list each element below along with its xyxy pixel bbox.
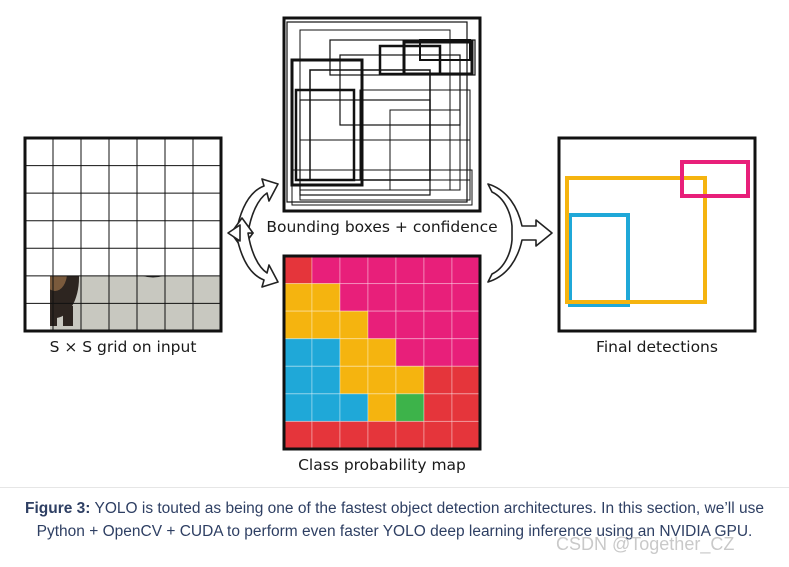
yolo-diagram: S × S grid on input Bounding boxes + con…	[23, 16, 757, 474]
class-map-cell	[395, 420, 425, 450]
class-map-cell	[367, 365, 397, 395]
final-panel	[557, 136, 757, 333]
class-map-cell	[311, 283, 341, 312]
class-map-cell	[339, 365, 369, 395]
class-map-cell	[283, 365, 313, 395]
class-map-cell	[395, 283, 425, 312]
class-map-cell	[451, 338, 481, 367]
class-map-cell	[451, 420, 481, 450]
class-map-cell	[367, 310, 397, 340]
bbox-panel	[282, 16, 482, 213]
class-map-cell	[423, 393, 453, 422]
class-map-cell	[451, 255, 481, 285]
class-map-cell	[339, 310, 369, 340]
class-map-cell	[367, 283, 397, 312]
class-map-cell	[423, 283, 453, 312]
class-map-cell	[367, 338, 397, 367]
class-map-cell	[339, 393, 369, 422]
final-box-bicycle	[565, 176, 707, 304]
final-box-car	[680, 160, 750, 198]
merge-arrow-icon	[487, 183, 553, 283]
caption-lead: Figure 3:	[25, 500, 91, 517]
input-label: S × S grid on input	[50, 338, 197, 356]
class-map-cell	[311, 255, 341, 285]
final-label: Final detections	[596, 338, 718, 356]
class-map-cell	[367, 393, 397, 422]
class-map-panel	[282, 254, 482, 451]
caption-text: YOLO is touted as being one of the faste…	[36, 500, 764, 540]
class-map-cell	[311, 310, 341, 340]
class-map-cell	[395, 310, 425, 340]
class-map-cell	[311, 338, 341, 367]
class-map-cell	[339, 338, 369, 367]
class-map-cell	[423, 365, 453, 395]
class-map-label: Class probability map	[298, 456, 466, 474]
input-grid-panel	[23, 136, 223, 333]
class-map-cell	[423, 310, 453, 340]
caption-divider	[0, 487, 789, 488]
class-map-cell	[283, 310, 313, 340]
class-map-cell	[451, 393, 481, 422]
class-map-cell	[283, 420, 313, 450]
class-map-cell	[283, 255, 313, 285]
class-map-cell	[283, 338, 313, 367]
class-map-cell	[423, 420, 453, 450]
class-map-cell	[423, 255, 453, 285]
class-map-cell	[395, 255, 425, 285]
class-map-cell	[311, 393, 341, 422]
class-map-cell	[395, 393, 425, 422]
class-map-cell	[283, 283, 313, 312]
class-map-cell	[367, 420, 397, 450]
class-map-cell	[423, 338, 453, 367]
class-map-cell	[283, 393, 313, 422]
figure-caption: Figure 3: YOLO is touted as being one of…	[14, 497, 775, 543]
class-map-cell	[451, 365, 481, 395]
class-map-cell	[339, 255, 369, 285]
class-map-cell	[339, 420, 369, 450]
class-map-cell	[339, 283, 369, 312]
class-map-cell	[395, 338, 425, 367]
class-map-cell	[311, 365, 341, 395]
split-arrow-icon	[227, 178, 279, 288]
class-map-cell	[451, 283, 481, 312]
class-map-cell	[395, 365, 425, 395]
class-map-cell	[451, 310, 481, 340]
csdn-watermark: CSDN @Together_CZ	[556, 534, 735, 554]
final-box-dog	[568, 213, 630, 307]
bbox-label: Bounding boxes + confidence	[266, 218, 497, 236]
class-map-cell	[367, 255, 397, 285]
class-map-cell	[311, 420, 341, 450]
